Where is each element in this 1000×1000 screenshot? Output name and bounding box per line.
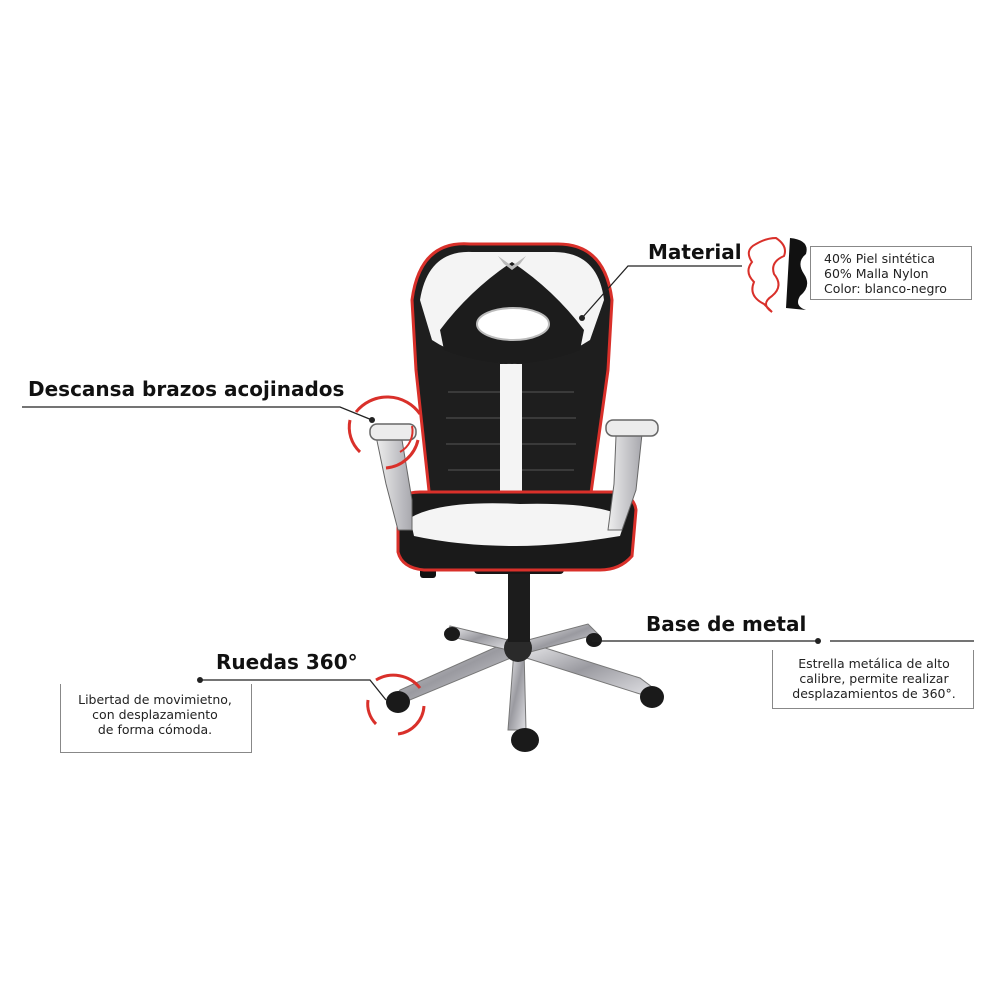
wheels-info-box: [60, 684, 252, 753]
material-line-1: 40% Piel sintética: [824, 251, 936, 266]
base-line-2: calibre, permite realizar: [799, 671, 949, 686]
armrests: [369, 419, 659, 531]
casters: [386, 627, 664, 752]
wheels-title: Ruedas 360°: [216, 650, 358, 674]
base-line-3: desplazamientos de 360°.: [792, 686, 956, 701]
armrests-title: Descansa brazos acojinados: [28, 377, 345, 401]
material-line-3: Color: blanco-negro: [824, 281, 947, 296]
wheels-line-3: de forma cómoda.: [97, 722, 213, 737]
gas-cylinder: [508, 570, 530, 642]
material-line-2: 60% Malla Nylon: [824, 266, 929, 281]
material-title: Material: [648, 240, 742, 264]
base-title: Base de metal: [646, 612, 807, 636]
seat: [396, 490, 638, 572]
leather-hide-icon: [747, 236, 808, 313]
backrest: [410, 242, 614, 502]
wheels-line-1: Libertad de movimietno,: [78, 692, 232, 707]
wheel-highlight-icon: [366, 673, 426, 736]
base-info-box: [772, 650, 974, 709]
wheels-line-2: con desplazamiento: [92, 707, 218, 722]
base-line-1: Estrella metálica de alto: [798, 656, 950, 671]
material-info-box: [810, 246, 972, 300]
armrest-highlight-icon: [347, 395, 422, 470]
